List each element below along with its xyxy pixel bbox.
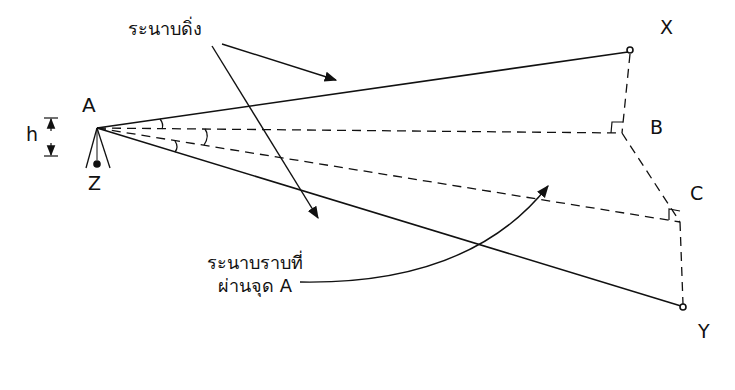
horizontal-line	[97, 128, 680, 222]
dimension-label: h	[26, 123, 38, 147]
horizontal-line	[97, 128, 622, 133]
plane-label: ระนาบราบที่ ผ่านจุด A	[196, 252, 314, 297]
point-label: Y	[698, 320, 710, 344]
station-mark	[94, 161, 100, 167]
leader-arrow	[212, 46, 318, 218]
point-label: C	[690, 182, 703, 206]
leader-arrow	[222, 44, 336, 80]
angle-arc	[204, 129, 207, 145]
vertical-line	[680, 222, 683, 304]
leader-arrow	[300, 186, 548, 282]
point-label: B	[650, 116, 663, 140]
point-label: Z	[88, 172, 101, 196]
vertical-line	[622, 54, 630, 133]
point-label: A	[82, 93, 96, 118]
angle-arc	[160, 119, 163, 129]
point-x	[627, 47, 633, 53]
plane-label: ระนาบดิ่ง	[128, 18, 202, 41]
point-label: X	[660, 16, 673, 40]
angle-arc	[175, 141, 177, 152]
sight-line	[97, 52, 628, 128]
right-angle-mark	[669, 209, 680, 220]
plumb-line	[97, 128, 98, 160]
dimension-tick	[44, 117, 58, 118]
right-angle-mark	[611, 122, 623, 133]
sight-line	[97, 128, 681, 306]
dimension-tick	[44, 155, 58, 156]
dimension-arrow	[50, 143, 51, 155]
dimension-arrow	[50, 119, 51, 131]
plane-edge	[622, 133, 680, 222]
point-y	[680, 304, 686, 310]
